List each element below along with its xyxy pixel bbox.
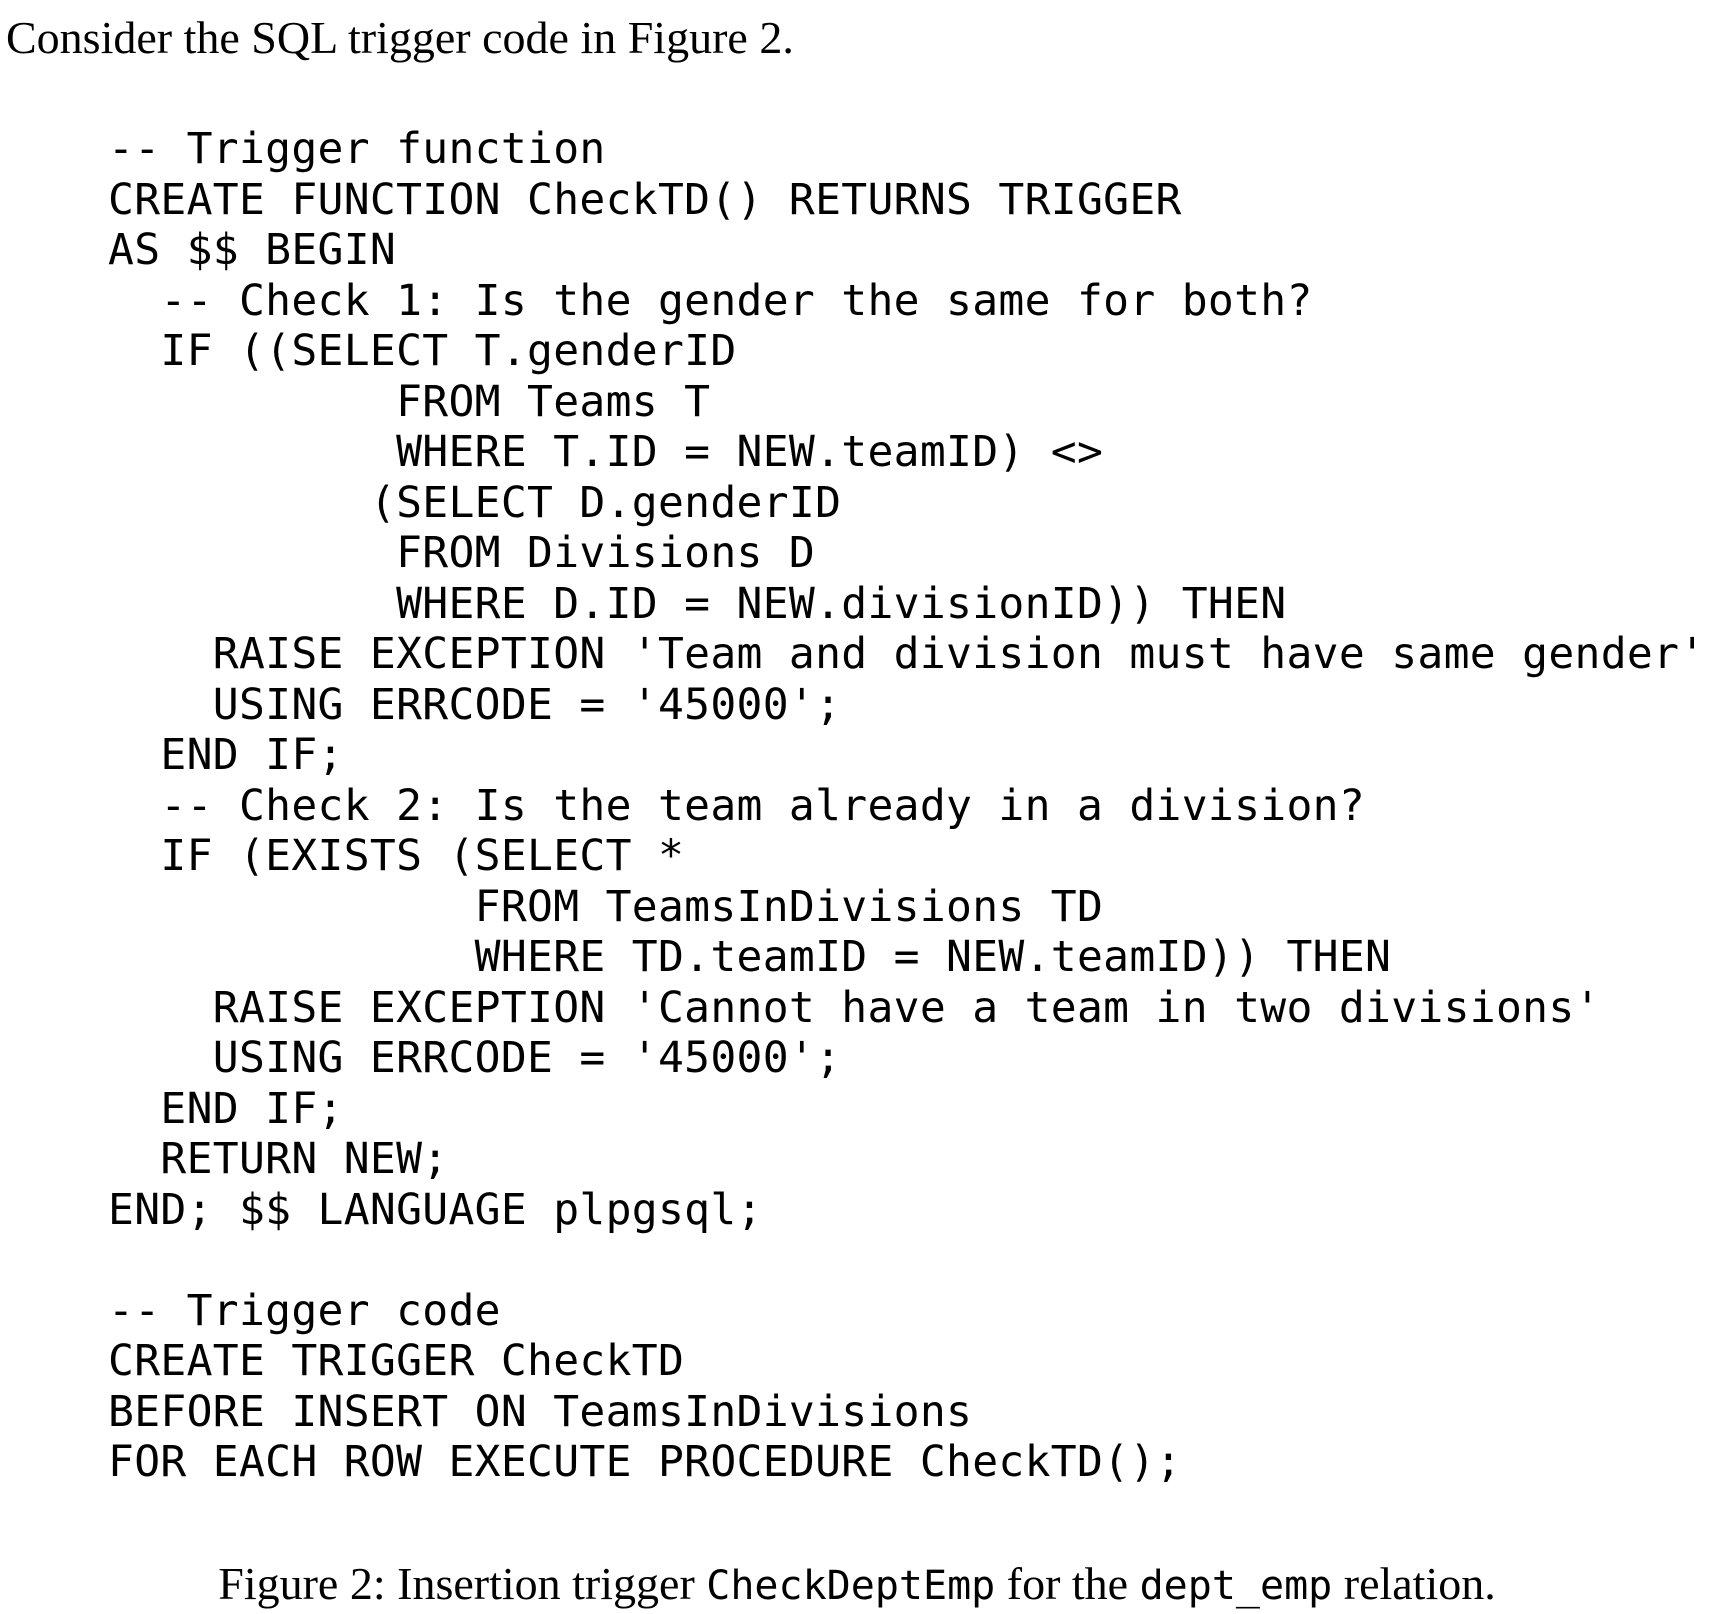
code-line: FROM Divisions D bbox=[108, 528, 816, 578]
code-line-blank bbox=[108, 1235, 1705, 1286]
code-line: -- Check 1: Is the gender the same for b… bbox=[108, 275, 1313, 326]
caption-trigger-name: CheckDeptEmp bbox=[706, 1563, 996, 1609]
code-line: FROM Teams T bbox=[108, 376, 711, 427]
figure-caption: Figure 2: Insertion trigger CheckDeptEmp… bbox=[0, 1556, 1714, 1614]
code-line: FROM TeamsInDivisions TD bbox=[108, 881, 1104, 932]
code-line: CREATE FUNCTION CheckTD() RETURNS TRIGGE… bbox=[108, 174, 1182, 225]
code-line: -- Trigger code bbox=[108, 1285, 501, 1336]
code-line: END; $$ LANGUAGE plpgsql; bbox=[108, 1184, 763, 1235]
code-line: END IF; bbox=[108, 1083, 344, 1134]
intro-paragraph: Consider the SQL trigger code in Figure … bbox=[6, 12, 794, 63]
code-line: IF ((SELECT T.genderID bbox=[108, 326, 737, 376]
code-line: BEFORE INSERT ON TeamsInDivisions bbox=[108, 1386, 973, 1437]
code-line: RAISE EXCEPTION 'Cannot have a team in t… bbox=[108, 982, 1601, 1033]
code-line: WHERE D.ID = NEW.divisionID)) THEN bbox=[108, 578, 1287, 629]
code-line: USING ERRCODE = '45000'; bbox=[108, 679, 842, 730]
code-line: USING ERRCODE = '45000'; bbox=[108, 1033, 842, 1083]
code-line: CREATE TRIGGER CheckTD bbox=[108, 1336, 685, 1386]
caption-relation-name: dept_emp bbox=[1139, 1563, 1333, 1609]
caption-middle: for the bbox=[995, 1558, 1140, 1609]
code-line: WHERE TD.teamID = NEW.teamID)) THEN bbox=[108, 932, 1392, 982]
caption-prefix: Figure 2: Insertion trigger bbox=[218, 1558, 707, 1609]
code-line: IF (EXISTS (SELECT * bbox=[108, 831, 685, 881]
code-line: -- Trigger function bbox=[108, 124, 606, 174]
code-line: -- Check 2: Is the team already in a div… bbox=[108, 780, 1366, 831]
code-line: FOR EACH ROW EXECUTE PROCEDURE CheckTD()… bbox=[108, 1437, 1182, 1487]
code-line: WHERE T.ID = NEW.teamID) <> bbox=[108, 427, 1104, 477]
code-line: RAISE EXCEPTION 'Team and division must … bbox=[108, 629, 1706, 679]
caption-suffix: relation. bbox=[1332, 1558, 1496, 1609]
code-line: END IF; bbox=[108, 730, 344, 780]
code-line: RETURN NEW; bbox=[108, 1134, 449, 1184]
code-line: AS $$ BEGIN bbox=[108, 225, 397, 275]
code-line: (SELECT D.genderID bbox=[108, 477, 842, 528]
